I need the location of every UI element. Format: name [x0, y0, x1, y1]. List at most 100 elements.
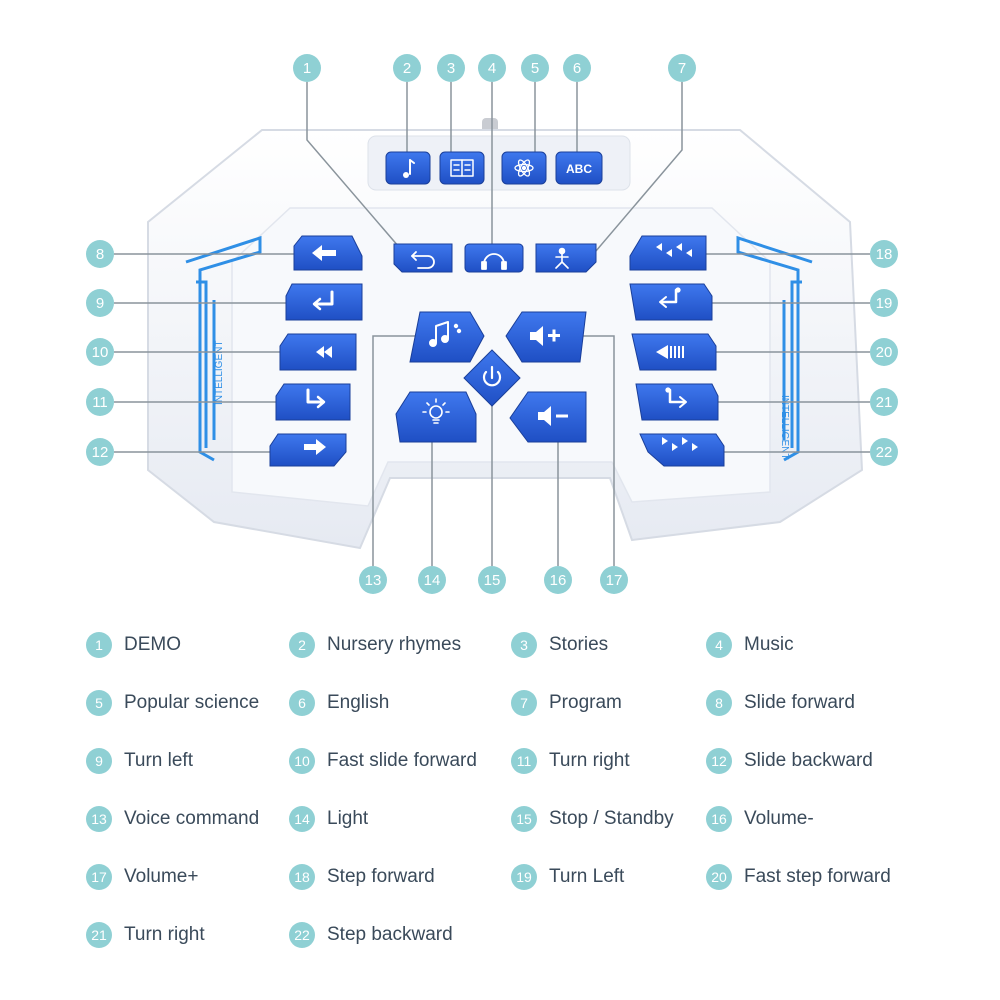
- music-note-icon: [403, 159, 415, 178]
- legend-item: 22 Step backward: [289, 920, 453, 950]
- legend-number-badge: 16: [706, 806, 732, 832]
- inner-panel: [231, 207, 771, 507]
- callout-number: 15: [484, 572, 501, 589]
- step-forward-icon: [656, 243, 692, 257]
- callout-number: 3: [447, 60, 455, 77]
- callout-3: 3: [437, 54, 465, 82]
- callout-number: 7: [678, 60, 686, 77]
- callout-21: 21: [870, 388, 898, 416]
- step-backward-button[interactable]: [639, 433, 725, 467]
- legend-number-badge: 14: [289, 806, 315, 832]
- legend-number-badge: 22: [289, 922, 315, 948]
- legend-number-badge: 20: [706, 864, 732, 890]
- callout-15: 15: [478, 566, 506, 594]
- arrow-left-icon: [312, 245, 336, 261]
- legend-number-badge: 21: [86, 922, 112, 948]
- callout-6: 6: [563, 54, 591, 82]
- callout-5: 5: [521, 54, 549, 82]
- legend-number-badge: 10: [289, 748, 315, 774]
- turn-left-icon: [312, 290, 334, 311]
- legend-label: Program: [549, 692, 622, 713]
- legend-label: Turn left: [124, 750, 193, 771]
- nursery-rhymes-button[interactable]: [385, 151, 431, 185]
- legend-item: 17 Volume+: [86, 862, 198, 892]
- legend-label: Slide backward: [744, 750, 873, 771]
- volume-up-button[interactable]: [505, 311, 587, 363]
- legend-label: Turn right: [124, 924, 205, 945]
- legend-item: 13 Voice command: [86, 804, 259, 834]
- callout-19: 19: [870, 289, 898, 317]
- callout-22: 22: [870, 438, 898, 466]
- callout-number: 5: [531, 60, 539, 77]
- callout-12: 12: [86, 438, 114, 466]
- legend-number-badge: 5: [86, 690, 112, 716]
- callout-18: 18: [870, 240, 898, 268]
- callout-1: 1: [293, 54, 321, 82]
- callout-number: 8: [96, 246, 104, 263]
- legend-number-badge: 3: [511, 632, 537, 658]
- callout-number: 4: [488, 60, 496, 77]
- legend-item: 14 Light: [289, 804, 368, 834]
- legend-label: English: [327, 692, 390, 713]
- legend-label: Slide forward: [744, 692, 855, 713]
- callout-number: 16: [550, 572, 567, 589]
- remote-diagram: INTELLIGENT INTELLIGENT: [86, 54, 898, 594]
- demo-button[interactable]: [393, 243, 453, 273]
- callout-20: 20: [870, 338, 898, 366]
- light-button[interactable]: [395, 391, 477, 443]
- callout-number: 1: [303, 60, 311, 77]
- callout-4: 4: [478, 54, 506, 82]
- arrow-right-icon: [304, 439, 326, 455]
- turn-right-icon: [306, 388, 326, 409]
- book-icon: [450, 159, 474, 177]
- callout-8: 8: [86, 240, 114, 268]
- callout-number: 6: [573, 60, 581, 77]
- callout-17: 17: [600, 566, 628, 594]
- right-side-accent: [736, 235, 813, 462]
- legend-number-badge: 4: [706, 632, 732, 658]
- legend-number-badge: 13: [86, 806, 112, 832]
- volume-up-icon: [530, 326, 560, 346]
- legend-number-badge: 6: [289, 690, 315, 716]
- legend-number-badge: 18: [289, 864, 315, 890]
- legend-label: Fast step forward: [744, 866, 891, 887]
- headphones-icon: [481, 253, 507, 270]
- turn-right-step-icon: [665, 387, 687, 408]
- music-button[interactable]: [464, 243, 524, 273]
- program-button[interactable]: [535, 243, 597, 273]
- right-side-text: INTELLIGENT: [779, 395, 790, 459]
- fast-rewind-icon: [316, 346, 332, 358]
- legend-label: Volume+: [124, 866, 199, 887]
- power-icon: [482, 365, 502, 387]
- robot-program-icon: [555, 247, 569, 269]
- voice-music-icon: [429, 321, 462, 347]
- callout-number: 21: [876, 394, 893, 411]
- legend-label: DEMO: [124, 634, 181, 655]
- legend-label: Step backward: [327, 924, 453, 945]
- legend-label: Volume-: [744, 808, 814, 829]
- legend-number-badge: 11: [511, 748, 537, 774]
- lightbulb-icon: [422, 398, 450, 424]
- callout-number: 14: [424, 572, 441, 589]
- callout-number: 20: [876, 344, 893, 361]
- english-button[interactable]: [555, 151, 603, 185]
- atom-icon: [514, 159, 534, 177]
- legend-label: Light: [327, 808, 369, 829]
- turn-left-button[interactable]: [285, 283, 363, 321]
- legend-label: Turn Left: [549, 866, 625, 887]
- callout-number: 13: [365, 572, 382, 589]
- legend-item: 21 Turn right: [86, 920, 205, 950]
- legend-number-badge: 17: [86, 864, 112, 890]
- legend-label: Voice command: [124, 808, 260, 829]
